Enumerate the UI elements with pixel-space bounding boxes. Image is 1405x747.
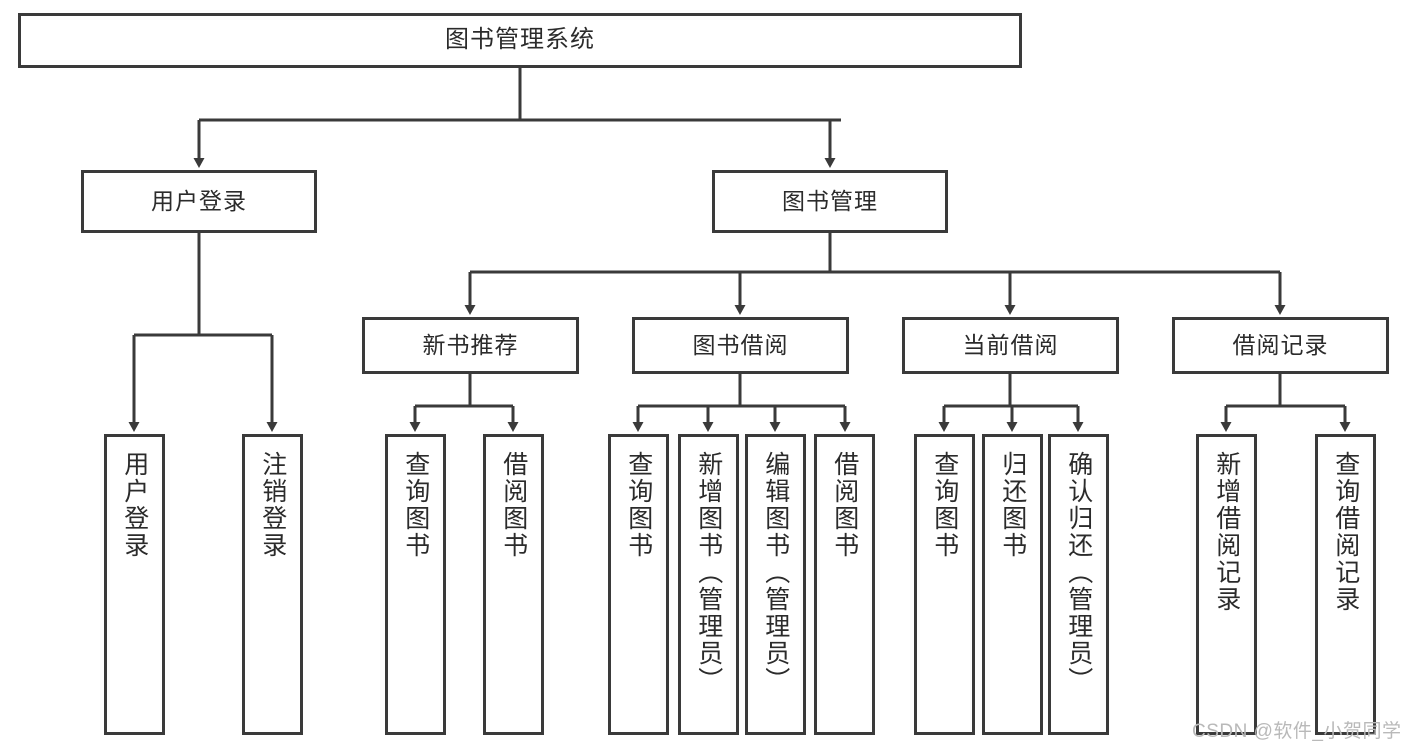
leaf-add-borrow-record-label: 新增借阅记录 [1212, 451, 1241, 613]
leaf-user-login[interactable]: 用户登录 [104, 434, 165, 735]
node-user-login[interactable]: 用户登录 [81, 170, 317, 233]
leaf-query-book-recommend-label: 查询图书 [401, 451, 430, 559]
node-new-book-recommend[interactable]: 新书推荐 [362, 317, 579, 374]
node-borrow-record[interactable]: 借阅记录 [1172, 317, 1389, 374]
leaf-query-borrow-record-label: 查询借阅记录 [1331, 451, 1360, 613]
node-book-management-label: 图书管理 [782, 187, 878, 214]
leaf-query-book-recommend[interactable]: 查询图书 [385, 434, 446, 735]
node-current-borrow[interactable]: 当前借阅 [902, 317, 1119, 374]
node-book-borrow-label: 图书借阅 [692, 331, 789, 358]
leaf-return-book[interactable]: 归还图书 [982, 434, 1043, 735]
leaf-borrow-book-label: 借阅图书 [830, 451, 859, 559]
leaf-edit-book-admin-label: 编辑图书（管理员） [761, 451, 790, 694]
leaf-add-book-admin-label: 新增图书（管理员） [694, 451, 723, 694]
node-current-borrow-label: 当前借阅 [962, 331, 1059, 358]
node-book-management[interactable]: 图书管理 [712, 170, 948, 233]
leaf-edit-book-admin[interactable]: 编辑图书（管理员） [745, 434, 806, 735]
leaf-query-borrow-record[interactable]: 查询借阅记录 [1315, 434, 1376, 735]
leaf-add-book-admin[interactable]: 新增图书（管理员） [678, 434, 739, 735]
node-new-book-recommend-label: 新书推荐 [422, 331, 519, 358]
leaf-confirm-return-admin-label: 确认归还（管理员） [1064, 451, 1093, 694]
watermark: CSDN @软件_小贺同学 [1192, 721, 1402, 742]
leaf-borrow-book[interactable]: 借阅图书 [814, 434, 875, 735]
node-root[interactable]: 图书管理系统 [18, 13, 1022, 68]
leaf-return-book-label: 归还图书 [998, 451, 1027, 559]
leaf-query-book-current-label: 查询图书 [930, 451, 959, 559]
leaf-add-borrow-record[interactable]: 新增借阅记录 [1196, 434, 1257, 735]
leaf-borrow-book-recommend[interactable]: 借阅图书 [483, 434, 544, 735]
leaf-query-book-current[interactable]: 查询图书 [914, 434, 975, 735]
leaf-query-book-borrow-label: 查询图书 [624, 451, 653, 559]
leaf-borrow-book-recommend-label: 借阅图书 [499, 451, 528, 559]
node-book-borrow[interactable]: 图书借阅 [632, 317, 849, 374]
node-borrow-record-label: 借阅记录 [1232, 331, 1329, 358]
leaf-user-logout[interactable]: 注销登录 [242, 434, 303, 735]
node-user-login-label: 用户登录 [151, 187, 247, 214]
leaf-user-logout-label: 注销登录 [258, 451, 287, 559]
leaf-confirm-return-admin[interactable]: 确认归还（管理员） [1048, 434, 1109, 735]
leaf-query-book-borrow[interactable]: 查询图书 [608, 434, 669, 735]
node-root-label: 图书管理系统 [445, 26, 595, 54]
leaf-user-login-label: 用户登录 [120, 451, 149, 559]
